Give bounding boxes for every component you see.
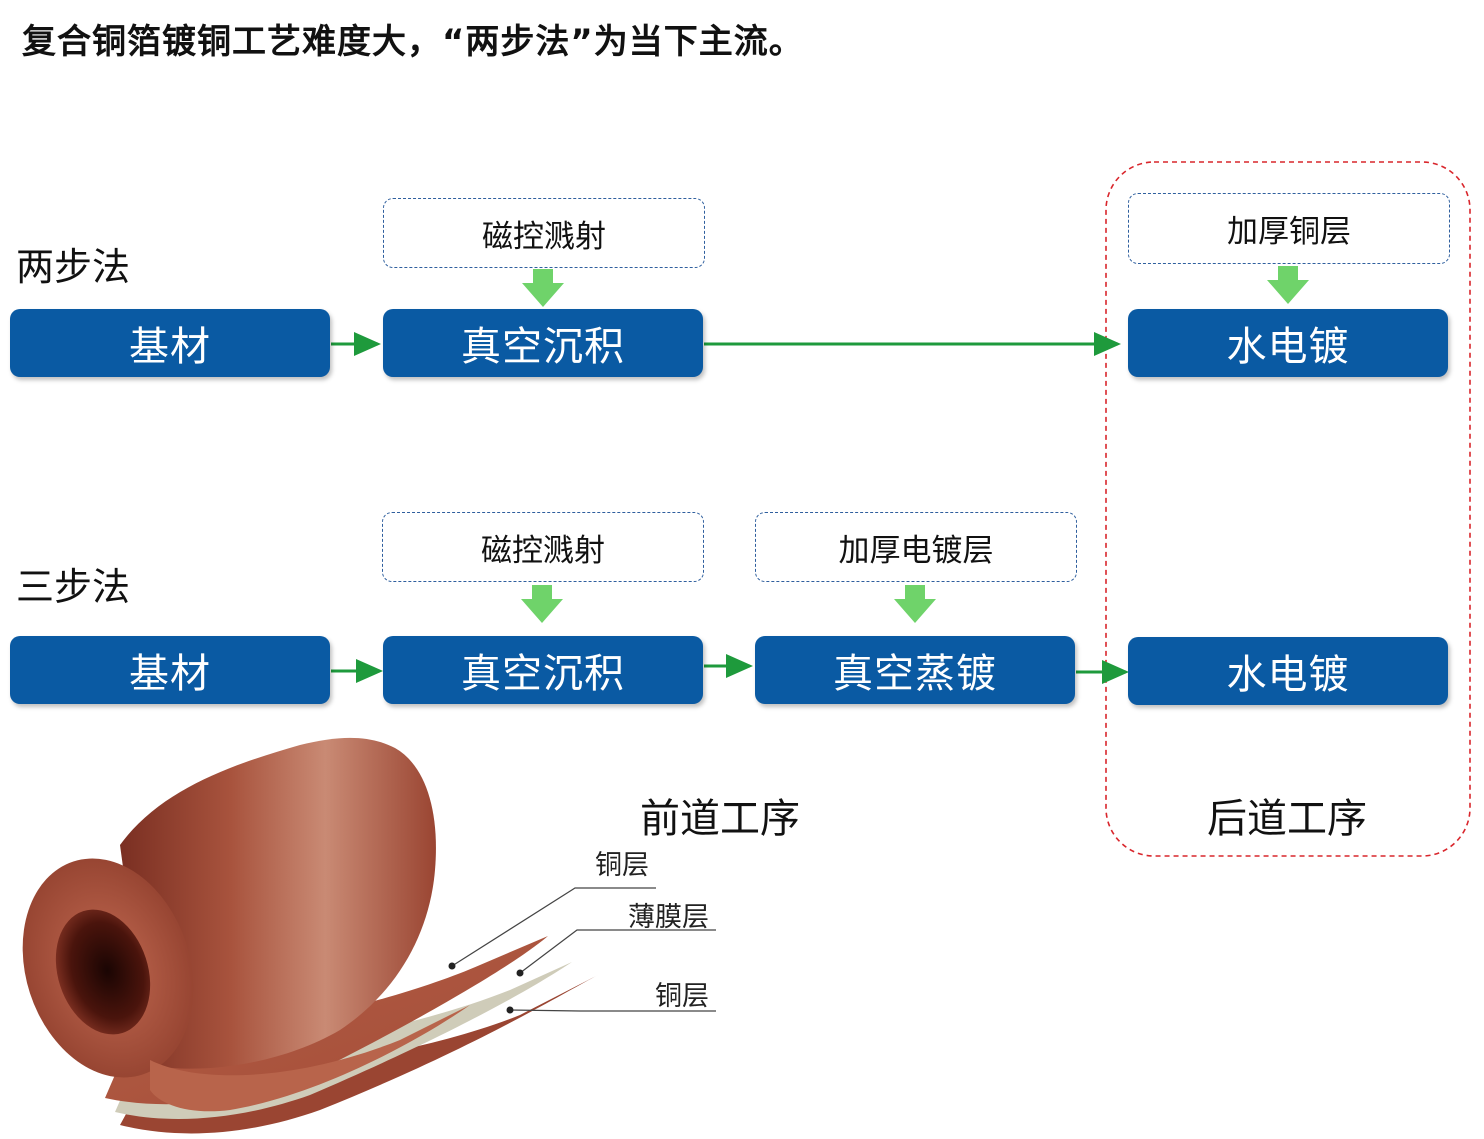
box-substrate: 基材 (10, 309, 330, 377)
layer-label-top-copper: 铜层 (595, 850, 649, 881)
layer-leader-lines (451, 887, 716, 1012)
down-arrow-3step-evap (894, 585, 936, 623)
leader-film (519, 929, 716, 974)
note-magnetron-sputtering: 磁控溅射 (383, 198, 705, 268)
section-label-front: 前道工序 (640, 796, 800, 842)
box-water-electroplating-2: 水电镀 (1128, 637, 1448, 705)
row-label-two-step: 两步法 (16, 245, 131, 289)
leader-top-copper (451, 887, 656, 967)
down-arrow-2step-sputter (522, 269, 564, 307)
copper-roll-illustration (22, 737, 598, 1134)
down-arrow-2step-thicken (1267, 266, 1309, 304)
leader-bottom-copper (509, 1009, 716, 1012)
note-thicken-plating-layer: 加厚电镀层 (755, 512, 1077, 582)
back-stage-frame (1105, 161, 1471, 857)
box-vacuum-evaporation: 真空蒸镀 (755, 636, 1075, 704)
page-title: 复合铜箔镀铜工艺难度大，“两步法”为当下主流。 (22, 22, 804, 62)
box-vacuum-deposition-2: 真空沉积 (383, 636, 703, 704)
section-label-back: 后道工序 (1207, 796, 1367, 842)
box-vacuum-deposition: 真空沉积 (383, 309, 703, 377)
down-arrows (521, 266, 1309, 623)
down-arrow-3step-sputter (521, 585, 563, 623)
box-water-electroplating: 水电镀 (1128, 309, 1448, 377)
layer-label-bottom-copper: 铜层 (655, 981, 709, 1012)
note-thicken-copper: 加厚铜层 (1128, 193, 1450, 264)
box-substrate-2: 基材 (10, 636, 330, 704)
row-label-three-step: 三步法 (16, 565, 131, 609)
note-magnetron-sputtering-2: 磁控溅射 (382, 512, 704, 582)
layer-label-film: 薄膜层 (628, 902, 709, 933)
